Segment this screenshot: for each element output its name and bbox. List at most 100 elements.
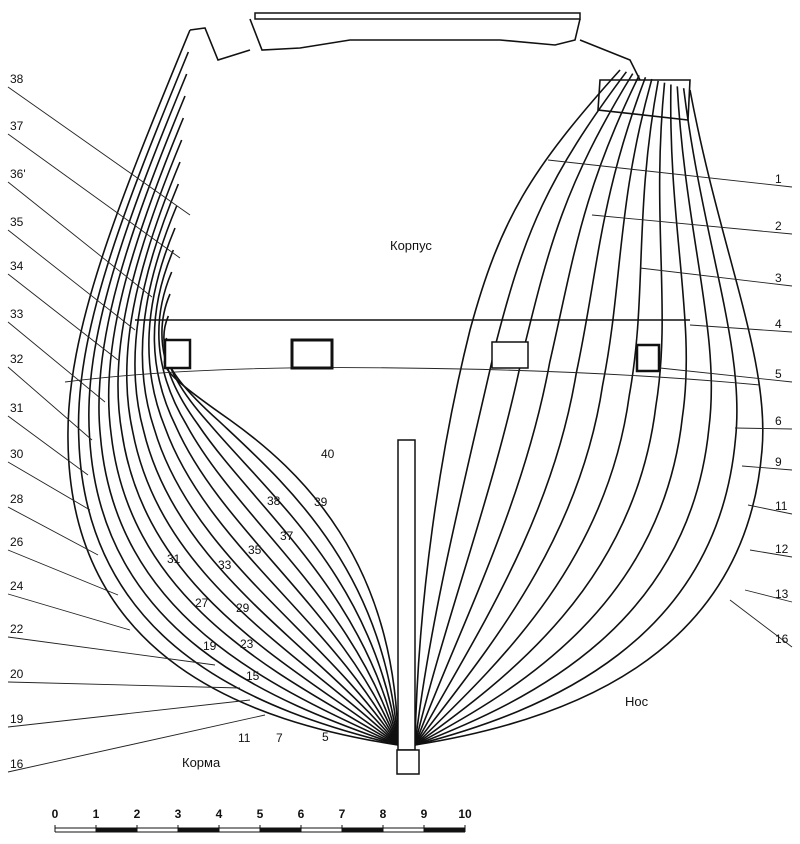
scale-tick-label: 5 [257,807,264,821]
stern-frame-number: 20 [10,667,24,681]
stern-frame-number: 38 [10,72,24,86]
stern-frame-line [107,117,399,746]
hull-label: Корпус [390,238,432,253]
leader-line [7,366,93,441]
frame-number: 19 [203,639,217,653]
gun-port [290,338,334,370]
bow-frame-line [414,76,647,746]
leader-line [7,229,136,331]
bow-frame-number: 9 [775,455,782,469]
leader-line [7,636,216,666]
leader-line [7,506,99,556]
stern-frame-number: 37 [10,119,24,133]
bulwark [249,18,581,51]
scale-segment [260,828,301,832]
frame-number: 23 [240,637,254,651]
frame-number: 27 [195,596,209,610]
stern-frame-number: 24 [10,579,24,593]
stern-frame-number: 30 [10,447,24,461]
top-rail [254,12,581,20]
stern-frame-number: 31 [10,401,24,415]
frame-number: 37 [280,529,294,543]
frame-number: 31 [167,552,181,566]
scale-tick-label: 4 [216,807,223,821]
bow-frame-line [414,71,628,746]
stern-frame-number: 33 [10,307,24,321]
leader-line [7,133,181,259]
gun-port [491,341,529,369]
leader-line [7,321,106,403]
leader-line [7,699,251,728]
bow-bulwark [597,79,691,121]
scale-segment [96,828,137,832]
frame-number: 11 [238,731,251,745]
frame-number: 15 [246,669,260,683]
stern-frame-line [148,227,399,746]
frame-number: 38 [267,494,281,508]
bow-frame-number: 12 [775,542,789,556]
leader-line [744,589,793,603]
stern-frame-line [161,293,399,746]
bow-frame-number: 3 [775,271,782,285]
bow-frame-number: 6 [775,414,782,428]
bow-label: Нос [625,694,649,709]
bow-frame-number: 13 [775,587,789,601]
bow-frame-line [414,78,653,746]
keel [396,749,420,775]
bow-frame-line [414,69,621,746]
bow-frame-line [414,82,666,746]
leader-line [7,549,119,596]
stern-frame-number: 36' [10,167,26,181]
leader-line [7,273,119,361]
leader-line [7,461,91,511]
sheer-line [189,27,641,81]
scale-tick-label: 3 [175,807,182,821]
leader-line [689,324,793,333]
stern-frame-line [98,95,399,746]
scale-tick-label: 1 [93,807,100,821]
scale-tick-label: 6 [298,807,305,821]
stern-frame-number: 35 [10,215,24,229]
bow-frame-line [414,86,713,746]
scale-tick-label: 10 [458,807,472,821]
stern-frame-line [88,73,399,746]
stern-frame-number: 32 [10,352,24,366]
leader-line [659,367,793,383]
waterline [64,367,761,386]
scale-segment [342,828,383,832]
leader-line [741,465,793,471]
leader-line [747,504,793,515]
bow-frame-line [414,80,659,746]
scale-tick-label: 2 [134,807,141,821]
bow-frame-number: 1 [775,172,782,186]
stern-frame-line [67,29,399,746]
leader-line [7,593,131,631]
frame-number: 33 [218,558,232,572]
gun-port [163,338,192,370]
frame-number: 29 [236,601,250,615]
bow-frame-line [414,84,688,746]
frame-number: 7 [276,731,283,745]
stern-frame-line [134,183,399,746]
bow-frame-line [414,75,640,746]
stern-frame-number: 19 [10,712,24,726]
leader-line [7,415,89,476]
leader-line [7,86,191,216]
stern-frame-line [141,205,399,746]
frame-number: 39 [314,495,328,509]
leader-line [7,714,266,773]
bow-frame-line [414,88,738,746]
leader-line [7,681,241,689]
gun-port [635,343,661,373]
bow-frame-number: 5 [775,367,782,381]
scale-segment [178,828,219,832]
stern-frame-number: 26 [10,535,24,549]
leader-line [547,159,793,188]
bow-frame-number: 4 [775,317,782,331]
stern-frame-line [157,271,399,746]
stern-frame-line [125,161,399,746]
frame-number: 40 [321,447,335,461]
stern-frame-line [77,51,399,746]
bow-frame-line [414,73,634,746]
